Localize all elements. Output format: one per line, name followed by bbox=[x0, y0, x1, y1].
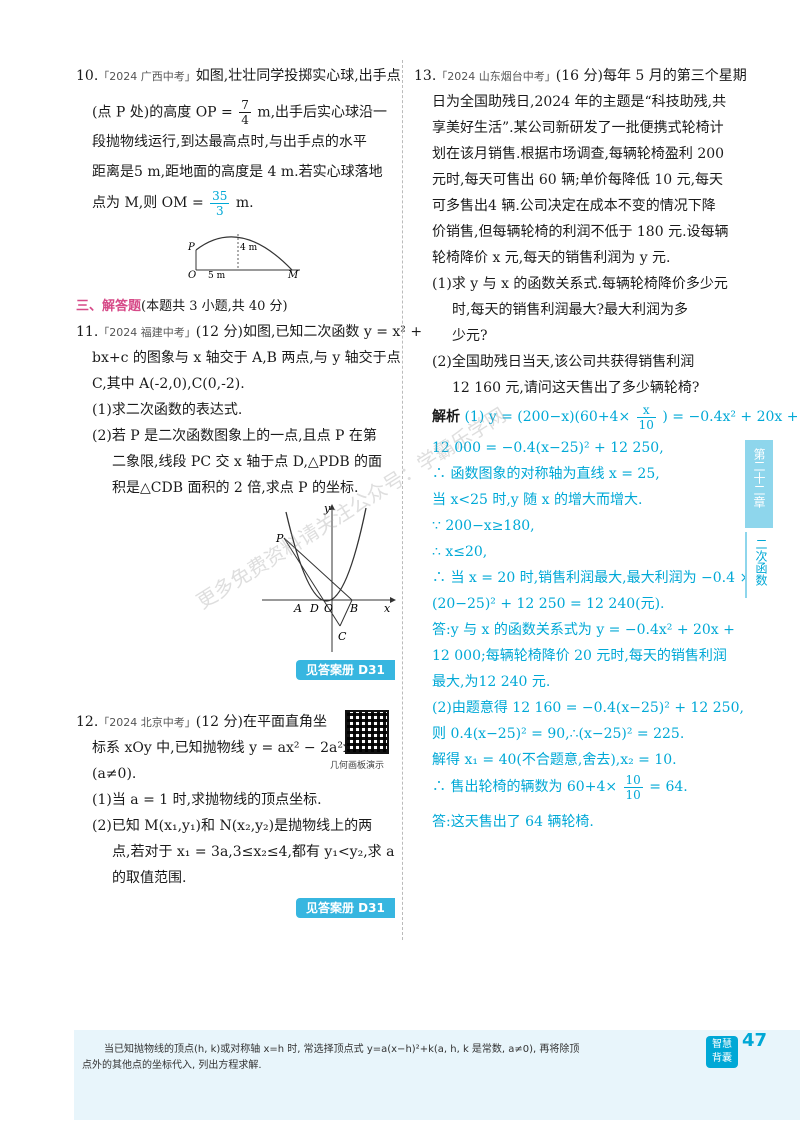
label-o: O bbox=[188, 270, 196, 278]
q10-line4: 距离是5 m,距地面的高度是 4 m.若实心球落地 bbox=[92, 164, 383, 180]
label-p: P bbox=[275, 532, 284, 545]
label-x: x bbox=[384, 602, 391, 615]
solution-line8: (20−25)² + 12 250 = 12 240(元). bbox=[432, 596, 665, 612]
q11-line1: 11.「2024 福建中考」(12 分)如图,已知二次函数 y = x² + bbox=[76, 324, 423, 340]
q12-line6: 点,若对于 x₁ = 3a,3≤x₂≤4,都有 y₁<y₂,求 a bbox=[112, 844, 395, 860]
q13-part1-c: 少元? bbox=[452, 328, 488, 344]
solution-line5: ∵ 200−x≥180, bbox=[432, 518, 535, 534]
q12-line7: 的取值范围. bbox=[112, 870, 187, 886]
qr-code[interactable] bbox=[345, 710, 389, 754]
section-desc: (本题共 3 小题,共 40 分) bbox=[141, 299, 288, 314]
q10-text-1: 如图,壮壮同学投掷实心球,出手点 bbox=[195, 68, 401, 84]
q10-line3: 段抛物线运行,到达最高点时,与出手点的水平 bbox=[92, 134, 367, 150]
q13-part1-a: (1)求 y 与 x 的函数关系式.每辆轮椅降价多少元 bbox=[432, 276, 728, 292]
solution-line14: 解得 x₁ = 40(不合题意,舍去),x₂ = 10. bbox=[432, 752, 677, 768]
solution-line9: 答:y 与 x 的函数关系式为 y = −0.4x² + 20x + bbox=[432, 622, 735, 638]
q13-line5: 元时,每天可售出 60 辆;单价每降低 10 元,每天 bbox=[432, 172, 724, 188]
q10-text-2a: (点 P 处)的高度 OP = bbox=[92, 104, 233, 121]
solution-line3: ∴ 函数图象的对称轴为直线 x = 25, bbox=[432, 466, 660, 482]
wisdom-badge: 智慧 背囊 bbox=[706, 1036, 738, 1068]
label-width: 5 m bbox=[208, 271, 226, 278]
q10-line1: 10.「2024 广西中考」如图,壮壮同学投掷实心球,出手点 bbox=[76, 66, 401, 87]
y-axis-arrow bbox=[329, 504, 335, 510]
q13-part1-b: 时,每天的销售利润最大?最大利润为多 bbox=[452, 302, 688, 318]
label-p: P bbox=[187, 242, 195, 253]
q13-line8: 轮椅降价 x 元,每天的销售利润为 y 元. bbox=[432, 250, 671, 266]
label-a: A bbox=[293, 602, 302, 615]
q12-line3: (a≠0). bbox=[92, 766, 137, 782]
section-header: 三、解答题(本题共 3 小题,共 40 分) bbox=[76, 296, 288, 317]
q10-text-2b: m,出手后实心球沿一 bbox=[257, 104, 388, 121]
q13-part2-b: 12 160 元,请问这天售出了多少辆轮椅? bbox=[452, 380, 700, 396]
q13-line2: 日为全国助残日,2024 年的主题是“科技助残,共 bbox=[432, 94, 727, 110]
qr-caption: 几何画板演示 bbox=[330, 761, 385, 771]
side-tab-topic[interactable]: 二次函数 bbox=[745, 532, 775, 598]
q10-number: 10. bbox=[76, 68, 99, 84]
side-tab-chapter[interactable]: 第二十二章 bbox=[745, 440, 773, 528]
label-c: C bbox=[338, 630, 347, 643]
q12-source-tag: 「2024 北京中考」 bbox=[98, 716, 196, 729]
q11-line2: bx+c 的图象与 x 轴交于 A,B 两点,与 y 轴交于点 bbox=[92, 350, 401, 366]
solution-line16: 答:这天售出了 64 辆轮椅. bbox=[432, 814, 594, 830]
solution-label: 解析 bbox=[432, 409, 460, 425]
segment-pc bbox=[283, 537, 341, 627]
solution-line6: ∴ x≤20, bbox=[432, 544, 488, 560]
trajectory-curve bbox=[195, 236, 293, 271]
tip-box bbox=[74, 1030, 800, 1120]
q13-line3: 享美好生活”.某公司新研发了一批便携式轮椅计 bbox=[432, 120, 724, 136]
column-divider bbox=[402, 60, 403, 940]
q12-answer-link[interactable]: 见答案册 D31 bbox=[296, 898, 395, 918]
q13-source-tag: 「2024 山东烟台中考」 bbox=[436, 70, 556, 83]
solution-line12: (2)由题意得 12 160 = −0.4(x−25)² + 12 250, bbox=[432, 700, 744, 716]
q11-parabola-figure: y x P A D O B C bbox=[262, 502, 396, 652]
q11-line5: (2)若 P 是二次函数图象上的一点,且点 P 在第 bbox=[92, 428, 377, 444]
x-axis-arrow bbox=[390, 597, 396, 603]
label-y: y bbox=[323, 502, 331, 515]
q11-line3: C,其中 A(-2,0),C(0,-2). bbox=[92, 376, 245, 392]
q11-line4: (1)求二次函数的表达式. bbox=[92, 402, 243, 418]
parabola-curve bbox=[285, 507, 367, 602]
q11-line6: 二象限,线段 PC 交 x 轴于点 D,△PDB 的面 bbox=[112, 454, 383, 470]
q12-line1: 12.「2024 北京中考」(12 分)在平面直角坐 bbox=[76, 714, 327, 730]
segment-cb bbox=[339, 599, 353, 627]
section-title: 三、解答题 bbox=[76, 299, 142, 314]
tip-line1: 当已知抛物线的顶点(h, k)或对称轴 x=h 时, 常选择顶点式 y=a(x−… bbox=[104, 1044, 580, 1055]
q13-line4: 划在该月销售.根据市场调查,每辆轮椅盈利 200 bbox=[432, 146, 725, 162]
q13-part2-a: (2)全国助残日当天,该公司共获得销售利润 bbox=[432, 354, 695, 370]
label-o: O bbox=[324, 602, 333, 615]
solution-line7: ∴ 当 x = 20 时,销售利润最大,最大利润为 −0.4 × bbox=[432, 570, 752, 586]
q12-line5: (2)已知 M(x₁,y₁)和 N(x₂,y₂)是抛物线上的两 bbox=[92, 818, 373, 834]
q13-line7: 价销售,但每辆轮椅的利润不低于 180 元.设每辆 bbox=[432, 224, 729, 240]
label-d: D bbox=[309, 602, 319, 615]
solution-line13: 则 0.4(x−25)² = 90,∴(x−25)² = 225. bbox=[432, 726, 685, 742]
solution-line11: 最大,为12 240 元. bbox=[432, 674, 551, 690]
page-number: 47 bbox=[742, 1030, 768, 1051]
q12-line4: (1)当 a = 1 时,求抛物线的顶点坐标. bbox=[92, 792, 322, 808]
label-height: 4 m bbox=[240, 243, 258, 253]
q12-line2: 标系 xOy 中,已知抛物线 y = ax² − 2a²x bbox=[92, 740, 351, 756]
tip-line2: 点外的其他点的坐标代入, 列出方程求解. bbox=[82, 1060, 262, 1071]
label-b: B bbox=[349, 602, 358, 615]
segment-pb bbox=[283, 537, 353, 601]
solution-line10: 12 000;每辆轮椅降价 20 元时,每天的销售利润 bbox=[432, 648, 727, 664]
q11-source-tag: 「2024 福建中考」 bbox=[98, 326, 196, 339]
q11-answer-link[interactable]: 见答案册 D31 bbox=[296, 660, 395, 680]
q11-line7: 积是△CDB 面积的 2 倍,求点 P 的坐标. bbox=[112, 480, 359, 496]
q10-source-tag: 「2024 广西中考」 bbox=[98, 70, 196, 83]
solution-line4: 当 x<25 时,y 随 x 的增大而增大. bbox=[432, 492, 643, 508]
q10-trajectory-figure: P 4 m O 5 m M bbox=[187, 234, 300, 278]
label-m: M bbox=[287, 270, 299, 278]
q13-line1: 13.「2024 山东烟台中考」(16 分)每年 5 月的第三个星期 bbox=[414, 68, 747, 84]
solution-line2: 12 000 = −0.4(x−25)² + 12 250, bbox=[432, 440, 664, 456]
q13-line6: 可多售出4 辆.公司决定在成本不变的情况下降 bbox=[432, 198, 716, 214]
